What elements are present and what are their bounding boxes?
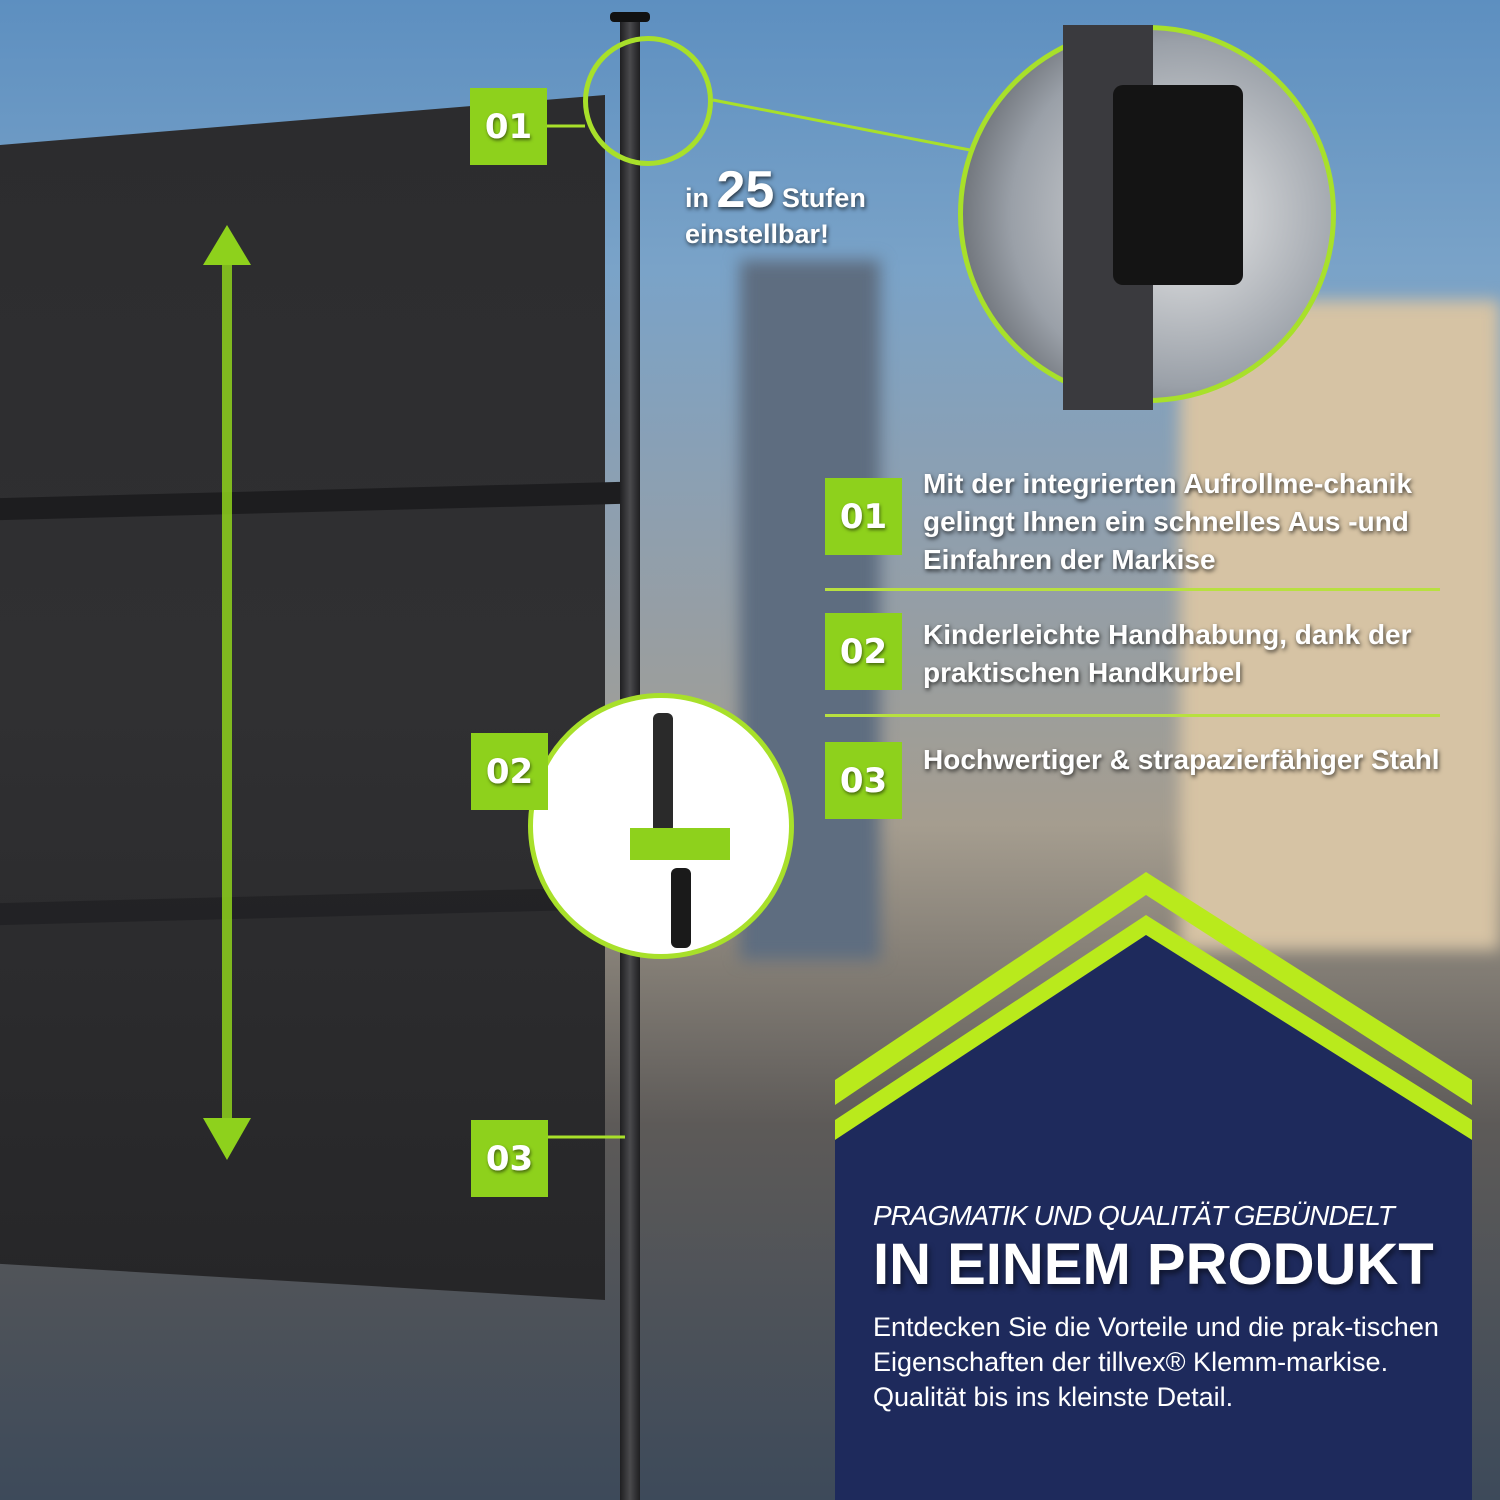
steps-prefix: in [685,183,709,213]
up-down-arrow-icon [203,225,251,1160]
promo-block: PRAGMATIK UND QUALITÄT GEBÜNDELT IN EINE… [873,1200,1453,1415]
promo-body: Entdecken Sie die Vorteile und die prak-… [873,1312,1439,1412]
crank-grip [671,868,691,948]
pole-top-cap [610,12,650,22]
feature-badge-02: 02 [825,613,902,690]
awning-fabric [0,95,605,1300]
feature-text-02: Kinderleichte Handhabung, dank der prakt… [923,619,1412,688]
callout-badge-01: 01 [470,88,547,165]
feature-text-01: Mit der integrierten Aufrollme-chanik ge… [923,468,1413,575]
promo-title: IN EINEM PRODUKT [873,1232,1434,1297]
steps-number: 25 [716,161,775,219]
steps-note: in 25 Stufen einstellbar! [685,164,866,252]
crank-zoom-circle [528,693,794,959]
steps-suffix: Stufen [781,183,866,213]
mechanism-zoom-circle [958,25,1336,410]
feature-badge-01: 01 [825,478,902,555]
crank-mount [1113,85,1243,285]
feature-text-03: Hochwertiger & strapazierfähiger Stahl [923,744,1440,775]
promo-subtitle: PRAGMATIK UND QUALITÄT GEBÜNDELT [873,1200,1395,1231]
feature-badge-03: 03 [825,742,902,819]
building-blur [1180,300,1500,950]
crank-handle [653,713,673,833]
callout-badge-02: 02 [471,733,548,810]
callout-badge-03: 03 [471,1120,548,1197]
divider [825,588,1440,591]
rotation-arrow-icon [630,828,730,860]
steps-line2: einstellbar! [685,219,830,249]
divider [825,714,1440,717]
detail-circle-01 [583,36,713,166]
